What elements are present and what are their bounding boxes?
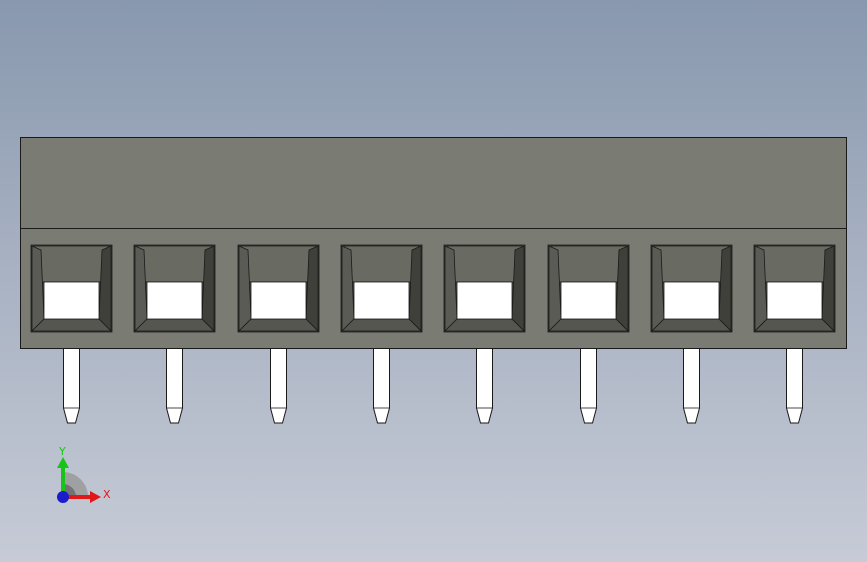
- wire-entry-6: [547, 244, 630, 333]
- y-axis-label: Y: [58, 445, 66, 458]
- clamp-opening: [353, 281, 410, 320]
- wire-entry-4: [340, 244, 423, 333]
- x-axis-arrow: [90, 491, 101, 503]
- wire-entry-8: [753, 244, 836, 333]
- wire-entry-7: [650, 244, 733, 333]
- housing-top: [20, 137, 847, 229]
- z-axis-dot: [57, 491, 69, 503]
- clamp-opening: [146, 281, 203, 320]
- wire-entry-5: [443, 244, 526, 333]
- wire-entry-3: [237, 244, 320, 333]
- x-axis-label: X: [103, 488, 111, 501]
- clamp-opening: [43, 281, 100, 320]
- wire-entry-2: [133, 244, 216, 333]
- clamp-opening: [766, 281, 823, 320]
- clamp-opening: [560, 281, 617, 320]
- clamp-opening: [250, 281, 307, 320]
- pins-group: [63, 346, 803, 424]
- clamp-opening: [456, 281, 513, 320]
- wire-entry-1: [30, 244, 113, 333]
- wire-entries-group: [30, 244, 836, 333]
- y-axis-arrow: [57, 457, 69, 468]
- clamp-opening: [663, 281, 720, 320]
